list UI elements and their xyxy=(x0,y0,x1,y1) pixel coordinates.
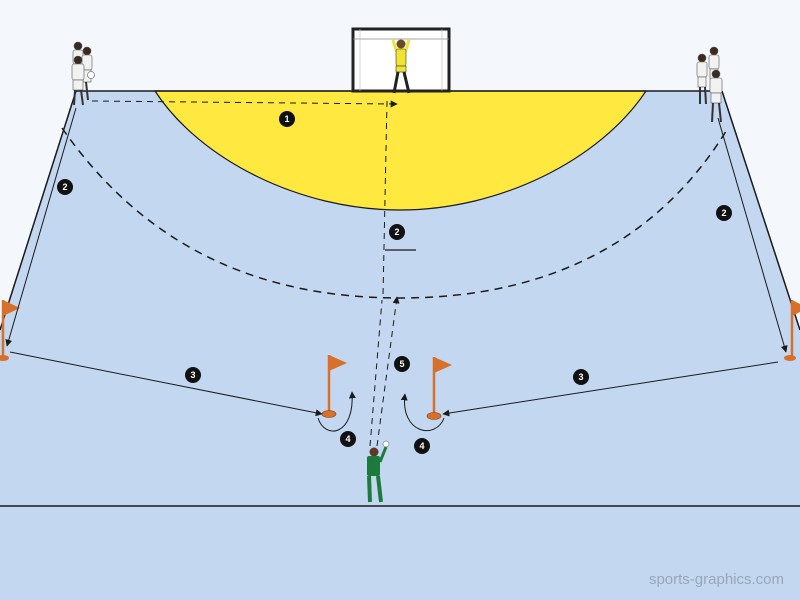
path-4-left xyxy=(317,391,356,432)
drill-paths xyxy=(5,100,788,447)
goal-area xyxy=(153,90,648,211)
court-lower-strip xyxy=(0,506,800,600)
path-3-right xyxy=(442,361,779,417)
flag-left xyxy=(0,300,20,361)
flag-right xyxy=(784,300,800,361)
path-1-pass xyxy=(91,100,398,108)
step-marker: 3 xyxy=(573,369,589,385)
step-marker: 4 xyxy=(340,431,356,447)
cone-flag-center-left xyxy=(321,355,347,418)
svg-text:2: 2 xyxy=(62,182,67,192)
svg-text:5: 5 xyxy=(399,359,404,369)
step-marker: 2 xyxy=(57,179,73,195)
right-sideline xyxy=(721,90,800,331)
step-marker: 5 xyxy=(394,356,410,372)
coach xyxy=(367,440,390,503)
path-3-left xyxy=(9,351,323,417)
path-2-right xyxy=(717,117,788,353)
step-marker: 3 xyxy=(185,367,201,383)
goalkeeper xyxy=(391,39,411,94)
path-4-right xyxy=(400,393,445,432)
svg-text:2: 2 xyxy=(721,208,726,218)
player-group-top-right xyxy=(696,46,723,123)
step-marker: 2 xyxy=(716,205,732,221)
step-marker: 2 xyxy=(389,224,405,240)
player-group-top-left xyxy=(71,41,95,106)
step-marker: 4 xyxy=(414,438,430,454)
step-marker: 1 xyxy=(279,111,295,127)
svg-text:4: 4 xyxy=(345,434,350,444)
svg-text:4: 4 xyxy=(419,441,424,451)
svg-text:1: 1 xyxy=(284,114,289,124)
watermark: sports-graphics.com xyxy=(648,571,784,588)
path-2-left xyxy=(5,107,77,347)
path-5-shot xyxy=(376,296,400,447)
svg-text:3: 3 xyxy=(578,372,583,382)
path-5-return xyxy=(369,299,383,447)
free-throw-line xyxy=(61,127,729,299)
cone-flag-center-right xyxy=(426,357,452,420)
svg-text:2: 2 xyxy=(394,227,399,237)
svg-text:3: 3 xyxy=(190,370,195,380)
